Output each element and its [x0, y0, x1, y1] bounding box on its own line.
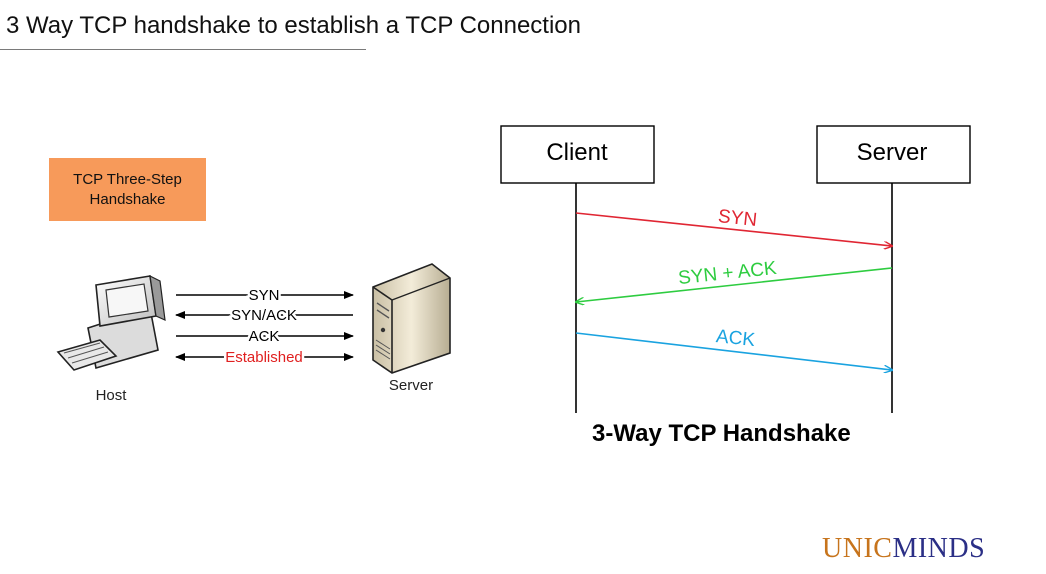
unicminds-logo: UNICMINDS: [822, 533, 985, 565]
ack-seq-label: ACK: [715, 326, 756, 351]
logo-part-2: MINDS: [892, 533, 986, 564]
syn-seq-arrow: [575, 212, 892, 246]
client-box: [500, 125, 655, 184]
synack-seq-label: SYN + ACK: [677, 258, 778, 289]
established-msg: Established: [225, 349, 303, 366]
synack-msg: SYN/ACK: [231, 307, 297, 324]
client-label: Client: [546, 139, 608, 166]
syn-seq-label: SYN: [717, 206, 758, 231]
syn-msg: SYN: [249, 287, 280, 304]
host-label: Host: [96, 387, 128, 404]
sequence-diagram: Client Server SYN SYN + ACK ACK: [500, 125, 971, 413]
box-line-2: Handshake: [89, 190, 166, 208]
left-message-arrows: [175, 291, 354, 361]
host-computer-icon: [56, 274, 166, 371]
ack-seq-arrow: [575, 332, 892, 370]
server-label: Server: [857, 139, 928, 166]
slide-title: 3 Way TCP handshake to establish a TCP C…: [6, 12, 582, 39]
left-server-label: Server: [389, 377, 433, 394]
box-line-1: TCP Three-Step: [73, 170, 182, 188]
synack-seq-arrow: [576, 267, 893, 302]
logo-part-1: UNIC: [822, 533, 893, 564]
server-box: [816, 125, 971, 184]
diagram-caption: 3-Way TCP Handshake: [592, 420, 851, 447]
server-tower-icon: [372, 263, 451, 374]
title-underline: [0, 49, 366, 50]
three-step-label-box: TCP Three-Step Handshake: [49, 158, 206, 221]
ack-msg: ACK: [249, 328, 280, 345]
